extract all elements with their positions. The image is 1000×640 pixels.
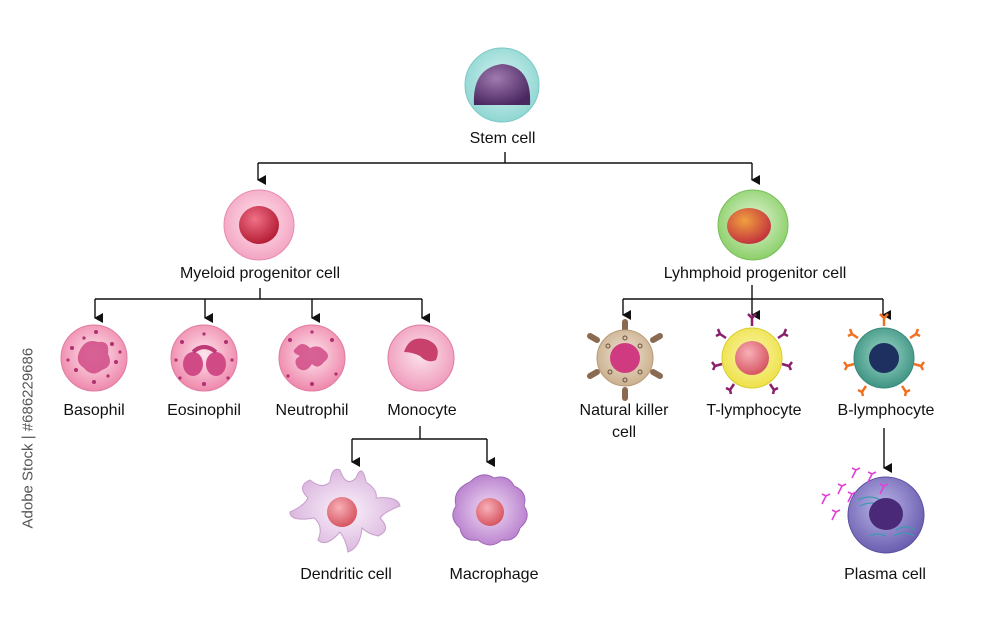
dendritic-cell-icon [289, 468, 401, 553]
stem-cell-label: Stem cell [469, 130, 536, 147]
neutrophil-icon [278, 324, 346, 392]
monocyte-icon [387, 324, 455, 392]
plasma-cell-icon [821, 467, 925, 554]
natural-killer-label-line2: cell [611, 424, 636, 441]
natural-killer-label-line1: Natural killer [579, 402, 669, 419]
basophil-label: Basophil [63, 402, 125, 419]
neutrophil-label: Neutrophil [275, 402, 349, 419]
basophil-icon [60, 324, 128, 392]
dendritic-cell-label: Dendritic cell [300, 566, 392, 583]
stock-id-side-label: Adobe Stock | #686229686 [19, 347, 37, 529]
eosinophil-icon [170, 324, 238, 392]
stem-cell-icon [464, 47, 540, 123]
lymphoid-progenitor-label: Lyhmphoid progenitor cell [663, 265, 847, 282]
plasma-cell-label: Plasma cell [844, 566, 926, 583]
t-lymphocyte-icon [711, 313, 793, 395]
myeloid-progenitor-label: Myeloid progenitor cell [179, 265, 341, 282]
macrophage-label: Macrophage [449, 566, 539, 583]
natural-killer-cell-icon [587, 319, 663, 401]
monocyte-label: Monocyte [387, 402, 457, 419]
eosinophil-label: Eosinophil [167, 402, 241, 419]
myeloid-progenitor-icon [223, 189, 295, 261]
lymphoid-progenitor-icon [717, 189, 789, 261]
b-lymphocyte-label: B-lymphocyte [837, 402, 935, 419]
b-lymphocyte-icon [843, 313, 925, 397]
macrophage-icon [452, 474, 528, 546]
connector-lines [94, 152, 892, 473]
t-lymphocyte-label: T-lymphocyte [706, 402, 802, 419]
